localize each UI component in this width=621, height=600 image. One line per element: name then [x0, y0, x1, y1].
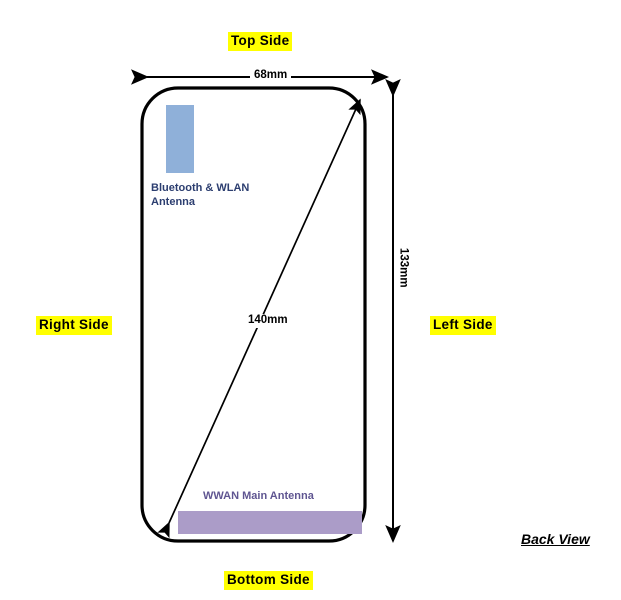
top-side-label: Top Side	[228, 32, 293, 51]
bottom-side-label: Bottom Side	[224, 571, 313, 590]
width-dimension-label: 68mm	[250, 69, 292, 82]
bluetooth-wlan-antenna-label: Bluetooth & WLAN Antenna	[151, 182, 250, 208]
left-side-label: Left Side	[430, 316, 496, 335]
right-side-label: Right Side	[36, 316, 112, 335]
wwan-main-antenna-label: WWAN Main Antenna	[203, 490, 314, 502]
view-caption: Back View	[521, 531, 590, 547]
height-dimension-label: 133mm	[397, 243, 410, 292]
diagonal-dimension-line	[157, 98, 361, 539]
diagonal-dimension-label: 140mm	[245, 314, 291, 328]
device-outline	[140, 86, 367, 543]
bluetooth-wlan-antenna-plate	[166, 105, 194, 173]
wwan-main-antenna-plate	[178, 511, 362, 534]
